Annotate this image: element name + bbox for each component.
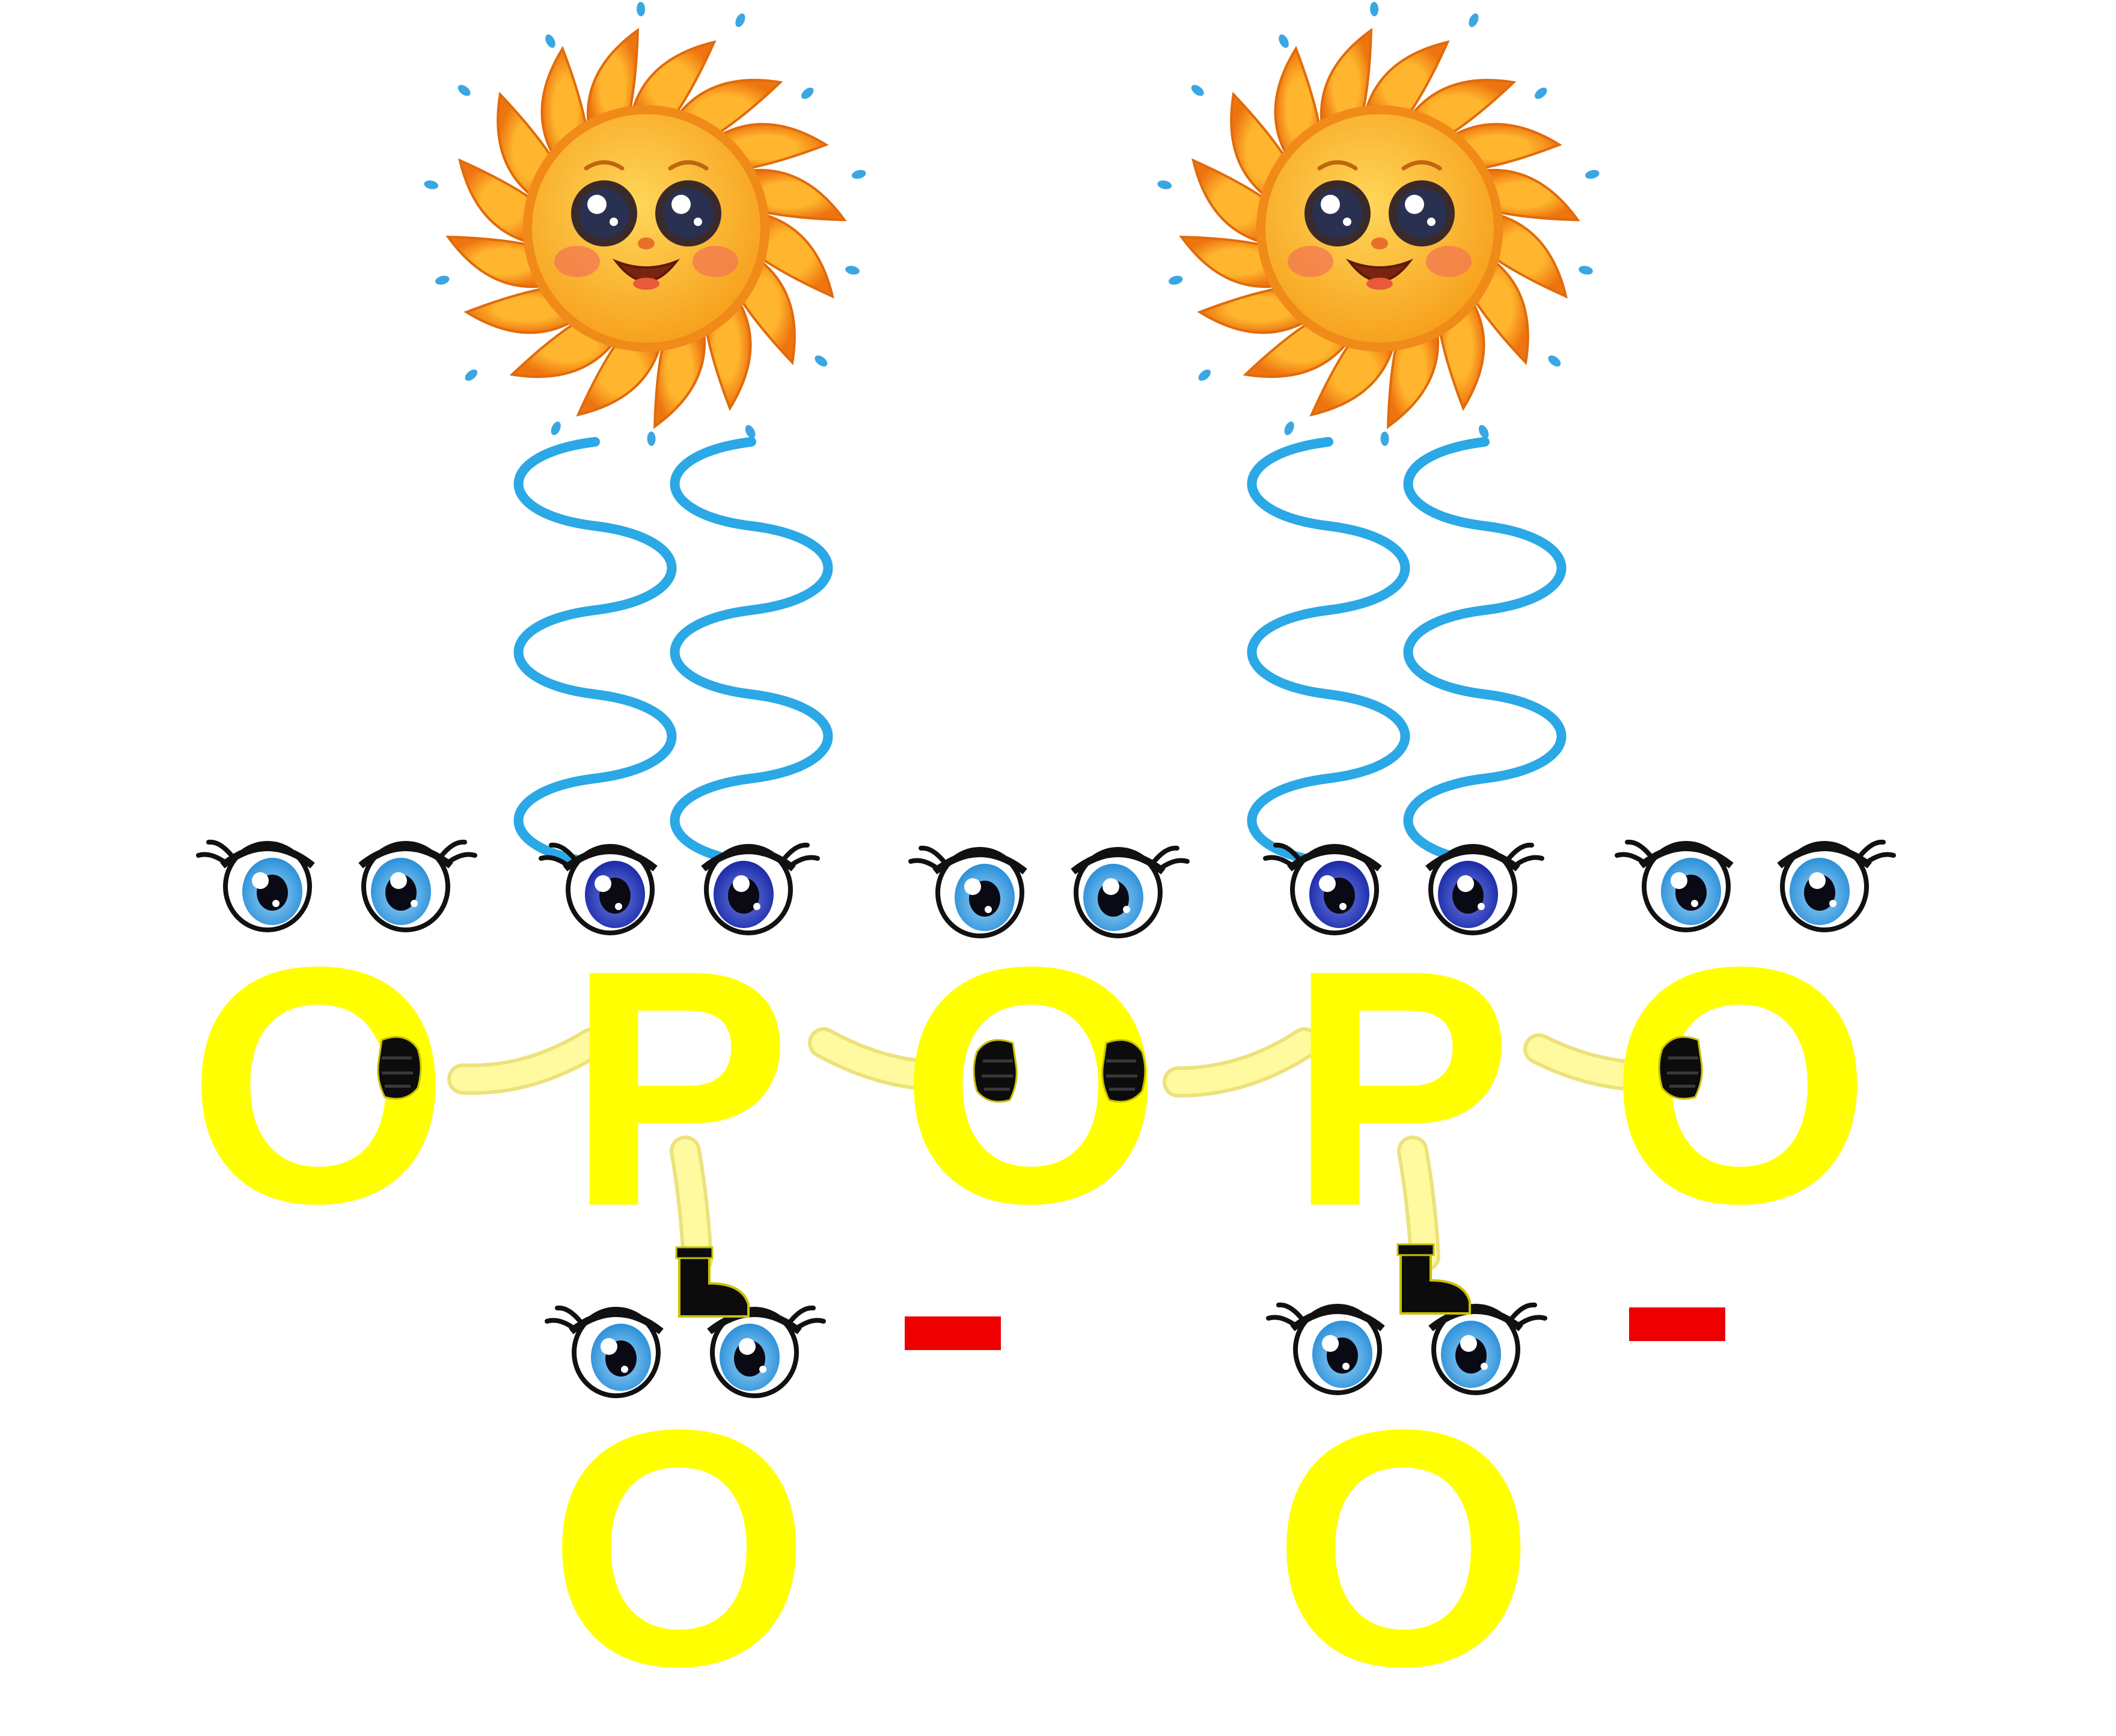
cartoon-eyes-icon-o1	[196, 839, 477, 932]
cartoon-art-layer	[196, 2, 1896, 1398]
smiling-sun-icon-left	[424, 2, 866, 446]
cartoon-eyes-icon-o5	[1266, 1302, 1547, 1395]
atom-oxygen-terminal-left: O	[188, 897, 450, 1273]
atom-oxygen-charged-1: O	[548, 1360, 810, 1736]
cartoon-eyes-icon-o3	[1615, 839, 1896, 932]
bond-p2-o3	[1527, 1037, 1671, 1089]
negative-charge-1	[905, 1316, 1001, 1350]
wavy-line-icon-1	[513, 437, 677, 867]
negative-charge-2	[1629, 1307, 1725, 1341]
cartoon-eyes-icon-p2	[1263, 842, 1544, 935]
atom-oxygen-terminal-right: O	[1609, 897, 1871, 1273]
molecule-cartoon: O P O P O O O	[188, 2, 1896, 1716]
atom-phosphorus-2: P	[1288, 900, 1513, 1276]
wavy-line-icon-3	[1247, 437, 1410, 867]
wavy-line-icon-2	[670, 437, 833, 867]
wavy-line-icon-4	[1403, 437, 1567, 867]
bond-p1-o2	[812, 1031, 956, 1088]
cartoon-eyes-icon-p1	[539, 842, 820, 935]
bond-p1-o4	[673, 1139, 709, 1271]
bond-o2-p2	[1166, 1031, 1316, 1094]
atom-oxygen-charged-2: O	[1273, 1360, 1535, 1736]
cartoon-eyes-icon-o4	[545, 1305, 826, 1398]
sun-face	[1265, 114, 1494, 343]
cartoon-eyes-icon-o2	[908, 845, 1190, 938]
sun-face	[532, 114, 760, 343]
atom-oxygen-bridging: O	[900, 897, 1162, 1273]
bond-o1-p1	[451, 1031, 604, 1092]
smiling-sun-icon-right	[1157, 2, 1600, 446]
atom-phosphorus-1: P	[567, 900, 792, 1276]
